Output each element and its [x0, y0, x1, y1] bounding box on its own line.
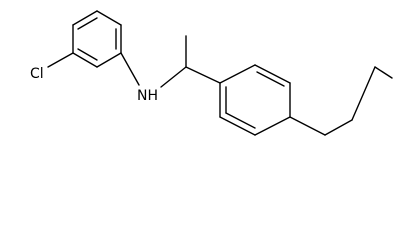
bond-c-cl: [47, 52, 74, 68]
bond-ring2-2: [254, 64, 291, 84]
bond-ring2-4: [254, 116, 291, 136]
amine-atom-label: NH: [137, 88, 158, 104]
bond-ring2-1: [219, 64, 256, 84]
structural-formula: Cl NH: [30, 10, 393, 136]
bond-butyl-4: [374, 66, 393, 79]
bond-ring2-5: [219, 116, 256, 136]
double-bond-ring2-b: [225, 112, 256, 129]
bond-ring1-2: [96, 10, 122, 26]
bond-butyl-1: [289, 116, 326, 136]
bond-ch-ring2: [185, 66, 221, 84]
double-bond-ring2-a: [256, 71, 285, 87]
butylphenyl-ring: [219, 64, 291, 136]
chlorine-atom-label: Cl: [30, 66, 44, 82]
bond-ring1-n: [120, 52, 140, 86]
double-bond-ring1-c: [77, 48, 98, 61]
bond-butyl-2: [324, 119, 353, 136]
bond-ring1-1: [72, 10, 98, 26]
bond-ring1-5: [72, 52, 98, 68]
bond-butyl-3: [351, 66, 376, 121]
bond-n-ch: [160, 66, 187, 88]
bond-ring1-4: [96, 52, 122, 68]
chlorophenyl-ring: [72, 10, 122, 68]
double-bond-ring1-a: [77, 17, 98, 30]
